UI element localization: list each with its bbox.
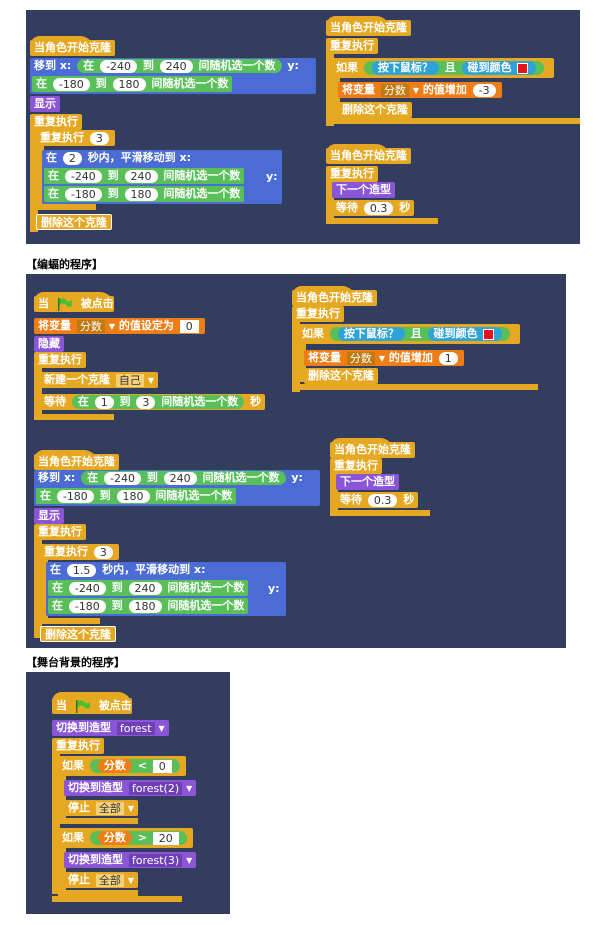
forever-block[interactable]: 重复执行 [330,458,382,474]
forever-bottom [330,510,430,516]
if-block[interactable]: 如果 按下鼠标？ 且 碰到颜色 [298,324,521,344]
repeat-bar [40,558,48,620]
set-var-block[interactable]: 将变量 分数▼ 的值设定为 0 [34,318,205,334]
when-clone-block[interactable]: 当角色开始克隆 [326,20,411,36]
forever-bottom [326,218,438,224]
forever-bottom [34,414,114,420]
random-y-reporter[interactable]: 在 -180 到 180 间随机选一个数 [36,488,237,504]
if-bottom [332,118,580,124]
forever-block[interactable]: 重复执行 [326,166,378,182]
if-bar [58,848,66,894]
next-costume-block[interactable]: 下一个造型 [336,474,399,490]
code-panel-stage: 当 被点击 切换到造型 forest▼ 重复执行 如果 分数 < 0 切换到造型… [26,672,230,914]
when-clone-block[interactable]: 当角色开始克隆 [292,290,377,306]
forever-bar [30,128,38,232]
if-bar [298,344,306,382]
delete-clone-block[interactable]: 删除这个克隆 [338,102,412,118]
color-swatch[interactable] [517,62,529,74]
when-clone-block[interactable]: 当角色开始克隆 [34,454,119,470]
if-bar [332,78,340,118]
random-y-reporter-2[interactable]: 在 -180 到 180 间随机选一个数 [44,186,245,202]
if-bottom [58,818,138,824]
code-panel-bat: 当 被点击 将变量 分数▼ 的值设定为 0 隐藏 重复执行 新建一个克隆 自己▼… [26,274,566,648]
if-bottom [298,384,538,390]
repeat-block[interactable]: 重复执行 3 [36,130,115,146]
forever-block[interactable]: 重复执行 [34,352,86,368]
delete-clone-block[interactable]: 删除这个克隆 [304,368,378,384]
forever-bar [34,366,42,416]
repeat-block[interactable]: 重复执行 3 [40,544,119,560]
switch-backdrop-block[interactable]: 切换到造型 forest(3)▼ [64,852,197,868]
switch-backdrop-block[interactable]: 切换到造型 forest(2)▼ [64,780,197,796]
when-clone-block[interactable]: 当角色开始克隆 [30,40,115,56]
if-block-2[interactable]: 如果 分数 > 20 [58,828,193,848]
hide-block[interactable]: 隐藏 [34,336,64,352]
stage-heading: 【舞台背景的程序】 [26,656,125,669]
repeat-bottom [36,204,96,210]
forever-bar [326,52,334,126]
delete-clone-block[interactable]: 删除这个克隆 [36,214,112,230]
show-block[interactable]: 显示 [34,508,64,524]
if-bar [58,776,66,822]
forever-bar [292,320,300,392]
forever-block[interactable]: 重复执行 [34,524,86,540]
when-clone-block[interactable]: 当角色开始克隆 [326,148,411,164]
forever-bar [326,180,334,222]
show-block[interactable]: 显示 [30,96,60,112]
forever-bar [330,472,338,512]
bat-heading: 【编蝠的程序】 [26,258,103,271]
glide-y-label: y: [266,170,278,183]
forever-bar [52,752,60,894]
change-var-block[interactable]: 将变量 分数▼ 的值增加 1 [304,350,464,366]
when-clone-block[interactable]: 当角色开始克隆 [330,442,415,458]
color-swatch[interactable] [483,328,495,340]
code-panel-top: 当角色开始克隆 移到 x: 在 -240 到 240 间随机选一个数 y: 在 … [26,10,580,244]
when-flag-block[interactable]: 当 被点击 [52,698,132,714]
random-x-reporter[interactable]: 在 -240 到 240 间随机选一个数 [44,168,245,184]
forever-block[interactable]: 重复执行 [292,306,344,322]
green-flag-icon [75,699,90,713]
wait-random-block[interactable]: 等待 在 1 到 3 间随机选一个数 秒 [40,394,266,410]
random-x-reporter[interactable]: 在 -240 到 240 间随机选一个数 [48,580,249,596]
switch-backdrop-block[interactable]: 切换到造型 forest▼ [52,720,169,736]
random-y-reporter[interactable]: 在 -180 到 180 间随机选一个数 [32,76,233,92]
delete-clone-block[interactable]: 删除这个克隆 [40,626,116,642]
if-block[interactable]: 如果 按下鼠标？ 且 碰到颜色 [332,58,555,78]
forever-block[interactable]: 重复执行 [326,38,378,54]
wait-block[interactable]: 等待 0.3 秒 [332,200,415,216]
stop-all-block[interactable]: 停止 全部▼ [64,872,138,888]
forever-bar [34,538,42,638]
repeat-bar [36,144,44,206]
change-var-block[interactable]: 将变量 分数▼ 的值增加 -3 [338,82,502,98]
forever-block[interactable]: 重复执行 [52,738,104,754]
if-block-1[interactable]: 如果 分数 < 0 [58,756,186,776]
when-flag-block[interactable]: 当 被点击 [34,296,114,312]
repeat-bottom [40,618,100,624]
glide-y-label: y: [268,582,280,595]
if-bottom [58,890,138,896]
green-flag-icon [57,297,72,311]
wait-block[interactable]: 等待 0.3 秒 [336,492,419,508]
forever-block[interactable]: 重复执行 [30,114,82,130]
create-clone-block[interactable]: 新建一个克隆 自己▼ [40,372,158,388]
next-costume-block[interactable]: 下一个造型 [332,182,395,198]
forever-bottom [52,896,182,902]
stop-all-block[interactable]: 停止 全部▼ [64,800,138,816]
random-y-reporter-2[interactable]: 在 -180 到 180 间随机选一个数 [48,598,249,614]
